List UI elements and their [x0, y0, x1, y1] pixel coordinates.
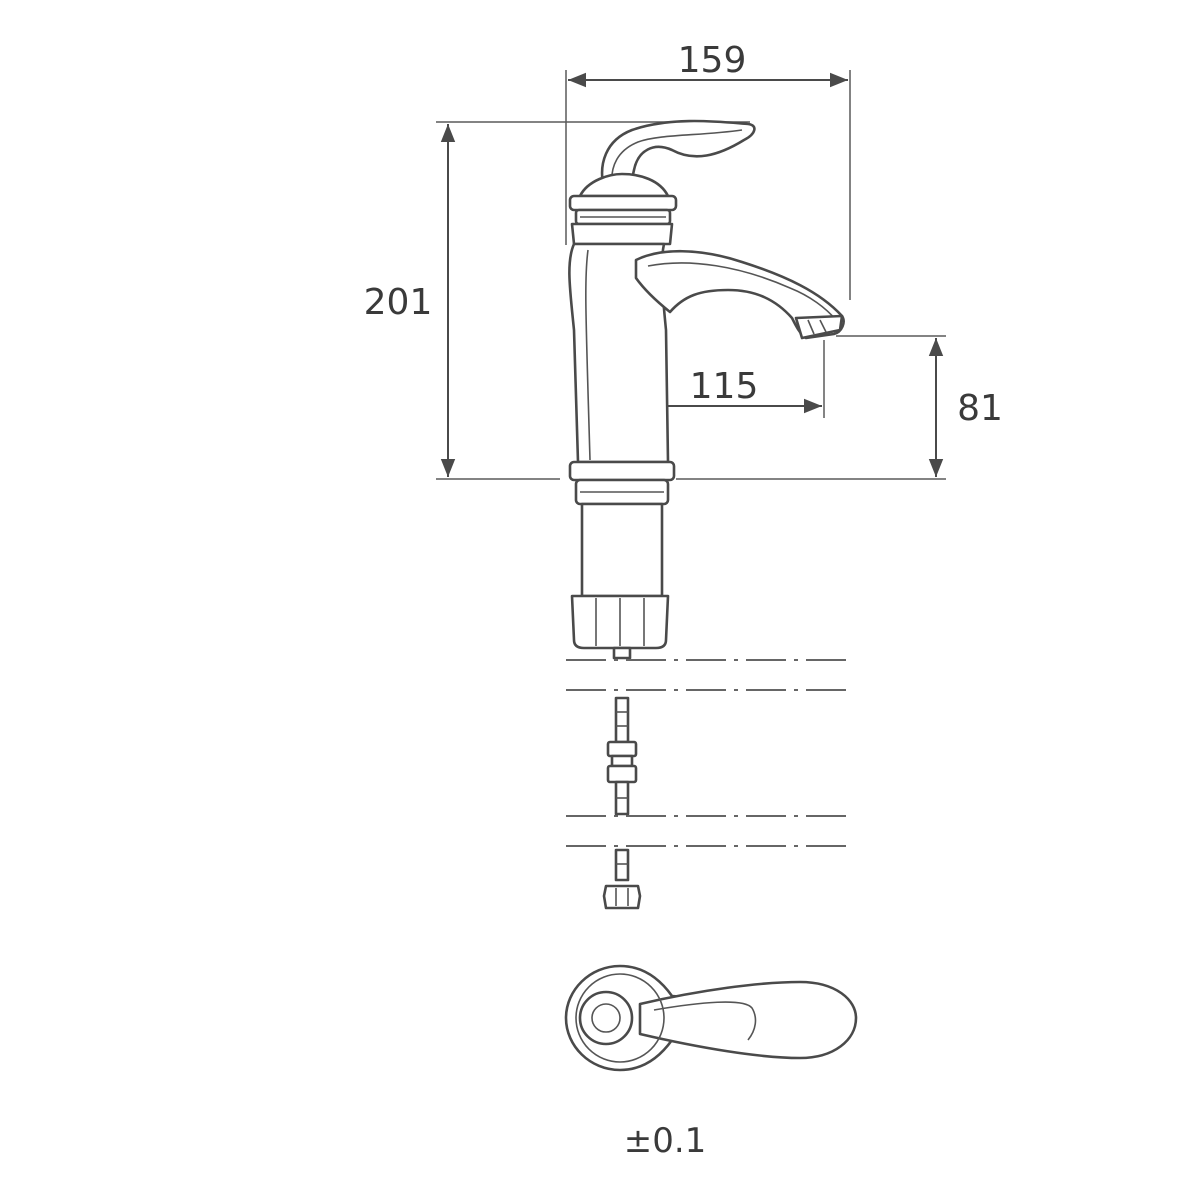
spout-height-label: 81: [957, 388, 1003, 429]
hose-end: [614, 848, 630, 882]
threaded-shank: [580, 502, 664, 598]
width-label: 159: [678, 40, 747, 81]
supply-hose: [602, 696, 642, 910]
handle-lever-detail: [610, 129, 743, 187]
faucet-top-view: [564, 964, 858, 1072]
aerator-slot-1: [807, 319, 815, 335]
faucet-side-view: [568, 119, 845, 660]
tolerance-label: ±0.1: [624, 1121, 707, 1161]
dimension-spout-height: 81: [676, 335, 1003, 480]
handle-base: [578, 172, 670, 198]
top-view-cartridge: [578, 990, 634, 1046]
spout-detail: [647, 262, 837, 321]
upper-collar: [570, 222, 674, 246]
dimension-height: 201: [364, 121, 750, 480]
handle-lever: [600, 119, 756, 190]
aerator-slot-2: [819, 319, 827, 333]
top-view-base-ring: [575, 973, 665, 1063]
hose-upper: [614, 696, 630, 744]
aerator: [794, 314, 844, 340]
top-view-lever: [638, 980, 858, 1060]
dimension-width: 159: [565, 40, 851, 300]
hose-fitting-top: [606, 740, 638, 758]
top-view-cartridge-inner: [591, 1003, 621, 1033]
reach-label: 115: [690, 366, 759, 407]
base-ring: [568, 460, 676, 482]
shank-tip: [612, 646, 632, 660]
hose-fitting-bottom: [606, 764, 638, 784]
cartridge-cap: [568, 194, 678, 212]
break-lines: [566, 659, 850, 847]
height-label: 201: [364, 282, 433, 323]
hex-nut: [602, 884, 642, 910]
hose-fitting-mid: [610, 754, 634, 768]
body-highlight: [585, 249, 591, 461]
top-view-lever-detail: [653, 1001, 757, 1041]
